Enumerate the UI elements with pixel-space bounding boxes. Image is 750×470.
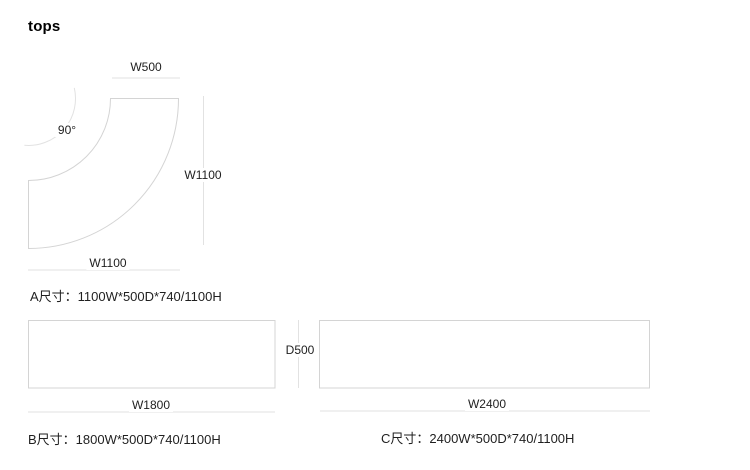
dim-label-w500: W500 bbox=[127, 60, 165, 74]
caption-size-a: A尺寸：1100W*500D*740/1100H bbox=[30, 289, 222, 304]
curved-top-shape-a bbox=[28, 98, 180, 250]
dim-label-w1800: W1800 bbox=[128, 398, 174, 412]
caption-size-b: B尺寸：1800W*500D*740/1100H bbox=[28, 432, 221, 447]
rect-top-shape-c bbox=[319, 320, 650, 389]
angle-label-90deg: 90° bbox=[54, 123, 80, 137]
rect-top-shape-b bbox=[28, 320, 276, 389]
caption-size-c: C尺寸：2400W*500D*740/1100H bbox=[381, 431, 575, 446]
dim-label-w1100-bottom: W1100 bbox=[86, 256, 130, 270]
dim-label-d500: D500 bbox=[282, 343, 318, 357]
page-title: tops bbox=[28, 18, 61, 35]
dim-label-w1100-right: W1100 bbox=[181, 168, 225, 182]
dim-label-w2400: W2400 bbox=[464, 397, 510, 411]
